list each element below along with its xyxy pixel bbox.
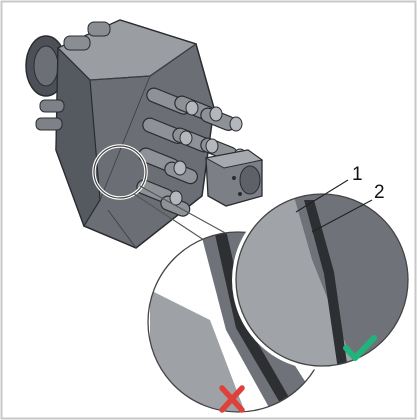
gear-ring-inner bbox=[33, 45, 59, 87]
nozzle-cap bbox=[205, 138, 219, 154]
nozzle-cap bbox=[169, 190, 183, 206]
callout-1-label: 1 bbox=[352, 164, 363, 185]
nozzle-cap bbox=[209, 106, 223, 122]
callout-2-leader bbox=[311, 199, 373, 233]
housing-section-light bbox=[236, 194, 360, 366]
leader-line bbox=[133, 193, 211, 245]
bolt bbox=[238, 192, 242, 196]
bolt bbox=[232, 176, 236, 180]
callout-2-label: 2 bbox=[374, 182, 385, 203]
red-cross-icon bbox=[219, 385, 245, 413]
seal-aligned bbox=[304, 200, 348, 366]
callout-1-leader bbox=[295, 179, 349, 213]
leader-line bbox=[139, 185, 239, 241]
zoom-border bbox=[235, 193, 409, 367]
port-fitting bbox=[35, 117, 63, 131]
housing-edge bbox=[99, 75, 151, 201]
housing-edge bbox=[107, 209, 137, 249]
nozzle-cap bbox=[185, 100, 199, 116]
pump-assembly bbox=[25, 19, 264, 249]
green-check-icon bbox=[343, 335, 377, 361]
zoom-correct bbox=[232, 190, 412, 370]
nozzle-cap bbox=[179, 130, 193, 146]
motor-block-top bbox=[204, 149, 264, 169]
port-fitting bbox=[63, 35, 91, 51]
housing-side-face bbox=[55, 46, 101, 228]
nozzle-cluster bbox=[136, 87, 238, 217]
nozzle-cap bbox=[173, 160, 187, 176]
motor-shaft bbox=[239, 165, 261, 195]
port-fitting bbox=[87, 21, 111, 37]
detail-circle bbox=[93, 145, 147, 199]
port-fitting bbox=[39, 99, 65, 113]
nozzle-cap bbox=[229, 116, 243, 132]
